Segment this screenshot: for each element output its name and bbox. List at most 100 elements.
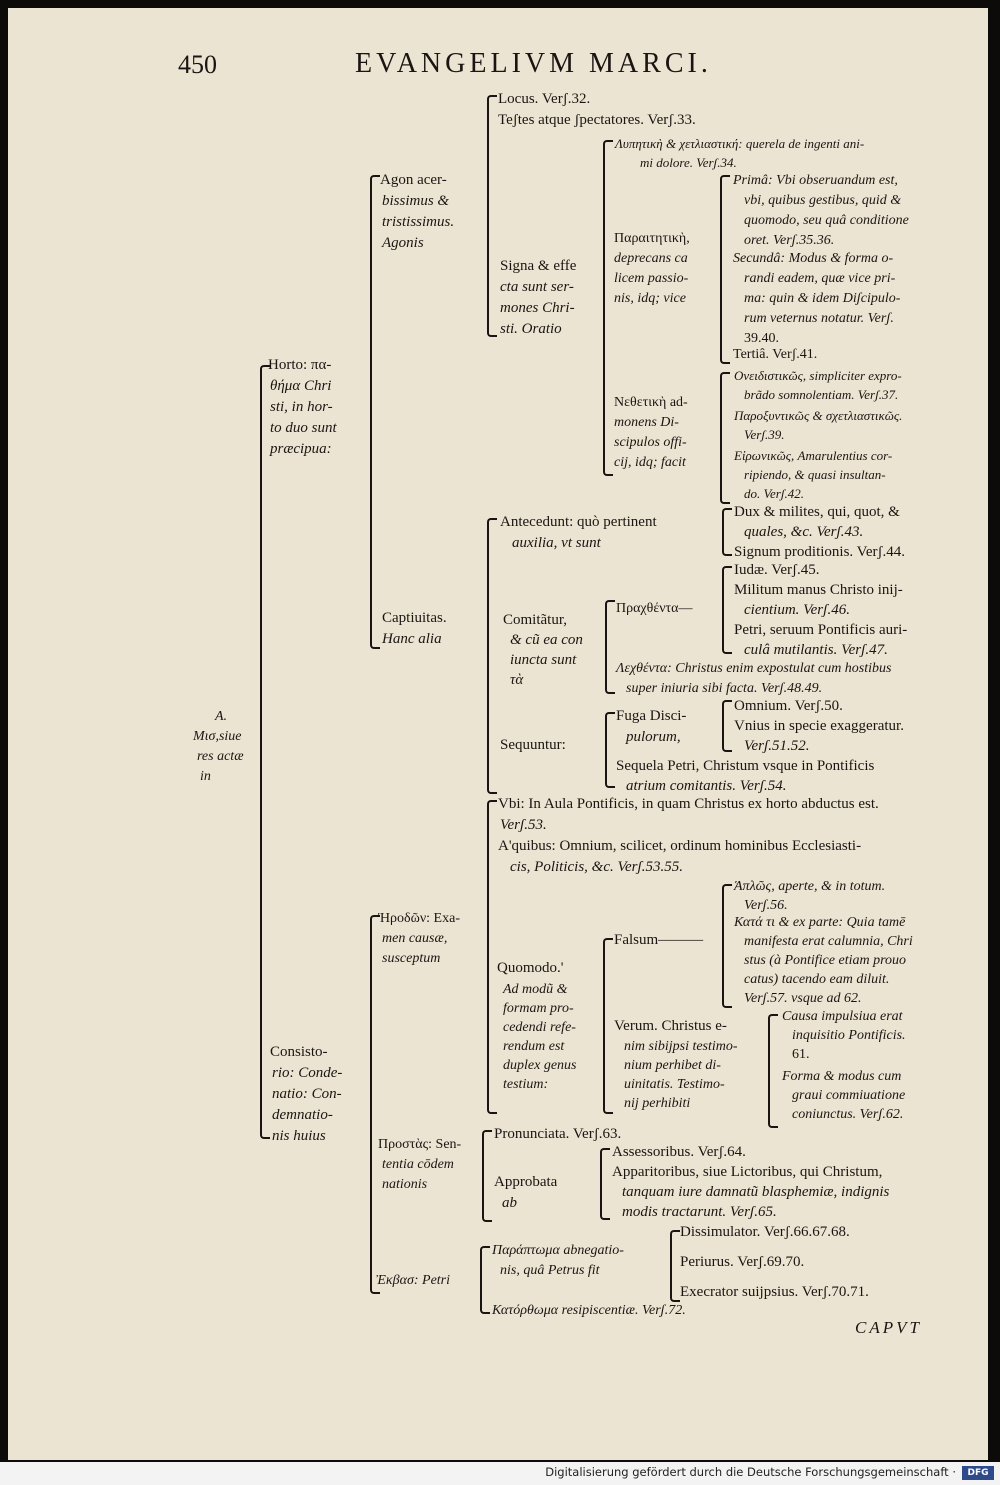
secunda-text-1: Secundâ: Modus & forma o-: [733, 251, 894, 266]
causa-text-2: inquisitio Pontificis.: [792, 1028, 906, 1043]
herodou-label-1: Ἡροδῶν: Exa-: [378, 911, 460, 926]
quomodo-label-4: cedendi refe-: [503, 1020, 576, 1035]
prima-text-1: Primâ: Vbi obseruandum est,: [733, 173, 898, 188]
aplos-text-1: Ἁπλῶς, aperte, & in totum.: [734, 879, 886, 894]
dfg-logo-icon: DFG: [962, 1466, 994, 1480]
signum-text: Signum proditionis. Verʃ.44.: [734, 544, 905, 560]
kata-text-1: Κατά τι & ex parte: Quia tamē: [734, 915, 906, 930]
apparitoribus-text-1: Apparitoribus, siue Lictoribus, qui Chri…: [612, 1164, 883, 1180]
eiron-text-2: ripiendo, & quasi insultan-: [744, 467, 886, 482]
book-page: [8, 8, 988, 1460]
verum-text-1: Verum. Christus e-: [614, 1018, 727, 1034]
vnius-text-1: Vnius in specie exaggeratur.: [734, 718, 904, 734]
signa-brace: [603, 140, 613, 476]
antecedunt-brace: [722, 508, 732, 556]
verum-brace: [768, 1014, 778, 1128]
consistorio-label-2: rio: Conde-: [272, 1065, 343, 1081]
approbata-brace: [600, 1148, 610, 1220]
parait-label-4: nis, idq; vice: [614, 291, 686, 306]
locus-text: Locus. Verʃ.32.: [498, 91, 591, 107]
agon-label-4: Agonis: [382, 235, 424, 251]
falsum-brace: [722, 884, 732, 1008]
signa-label-2: cta sunt ser-: [500, 279, 574, 295]
secunda-text-3: ma: quin & idem Diʃcipulo-: [744, 291, 901, 306]
nex-label-1: Nεθετικὴ ad-: [614, 395, 688, 410]
periurus-text: Periurus. Verʃ.69.70.: [680, 1254, 805, 1270]
parox-text-2: Verʃ.39.: [744, 427, 785, 442]
consistorio-label-1: Consisto-: [270, 1044, 328, 1060]
agon-label-3: tristissimus.: [382, 214, 455, 230]
lex-text-2: super iniuria sibi facta. Verʃ.48.49.: [626, 681, 823, 696]
antecedunt-label-2: auxilia, vt sunt: [512, 535, 601, 551]
kata-text-4: catus) tacendo eam diluit.: [744, 972, 890, 987]
comitatur-brace: [605, 600, 615, 694]
iudae-text: Iudæ. Verʃ.45.: [734, 562, 820, 578]
quomodo-label-1: Quomodo.': [497, 960, 564, 976]
parapt-text-2: nis, quâ Petrus fit: [500, 1263, 600, 1278]
prima-text-2: vbi, quibus gestibus, quid &: [744, 193, 902, 208]
consistorio-label-3: natio: Con-: [272, 1086, 342, 1102]
quibus-text-1: A'quibus: Omnium, scilicet, ordinum homi…: [498, 838, 862, 854]
parait-label-2: deprecans ca: [614, 251, 688, 266]
eiron-text-3: do. Verʃ.42.: [744, 486, 805, 501]
nex-label-3: scipulos offi-: [614, 435, 687, 450]
militum-text-1: Militum manus Christo inij-: [734, 582, 903, 598]
herodou-brace: [487, 800, 497, 1114]
omnium-text: Omnium. Verʃ.50.: [734, 698, 843, 714]
tertia-text: Tertiâ. Verʃ.41.: [733, 347, 818, 362]
nex-label-2: monens Di-: [614, 415, 679, 430]
kata-text-2: manifesta erat calumnia, Chri: [744, 934, 913, 949]
approbata-label-2: ab: [502, 1195, 517, 1211]
aplos-text-2: Verʃ.56.: [744, 898, 788, 913]
consistorio-label-5: nis huius: [272, 1128, 326, 1144]
quomodo-label-3: formam pro-: [503, 1001, 574, 1016]
signa-label-1: Signa & effe: [500, 258, 577, 274]
root-label-3: res actæ: [197, 749, 244, 764]
herodou-label-2: men causæ,: [382, 931, 448, 946]
sententia-label-3: nationis: [382, 1177, 428, 1192]
parait-brace: [720, 175, 730, 364]
fuga-label-2: pulorum,: [626, 729, 681, 745]
militum-text-2: cientium. Verʃ.46.: [744, 602, 850, 618]
apparitoribus-text-3: modis tractarunt. Verʃ.65.: [622, 1204, 777, 1220]
sequela-text-2: atrium comitantis. Verʃ.54.: [626, 778, 787, 794]
parapt-text-1: Παράπτωμα abnegatio-: [492, 1243, 624, 1258]
kata-text-3: stus (à Pontifice etiam prouo: [744, 953, 907, 968]
horto-label-1: Horto: πα-: [268, 357, 332, 373]
approbata-label-1: Approbata: [494, 1174, 558, 1190]
petri-text-2: culâ mutilantis. Verʃ.47.: [744, 642, 888, 658]
sententia-label-2: tentia cōdem: [382, 1157, 454, 1172]
footer-bar: Digitalisierung gefördert durch die Deut…: [0, 1462, 1000, 1485]
kata-text-5: Verʃ.57. vsque ad 62.: [744, 991, 862, 1006]
consistorio-label-4: demnatio-: [272, 1107, 333, 1123]
horto-label-4: to duo sunt: [270, 420, 337, 436]
captiuitas-label-2: Hanc alia: [382, 631, 442, 647]
signa-label-3: mones Chri-: [500, 300, 575, 316]
comitatur-label-4: τὰ: [510, 672, 524, 688]
quomodo-label-2: Ad modũ &: [503, 982, 568, 997]
fuga-label-1: Fuga Disci-: [616, 708, 687, 724]
vbi-text-2: Verʃ.53.: [500, 817, 547, 833]
parapt-brace: [670, 1230, 680, 1302]
lex-text-1: Λεχθέντα: Christus enim expostulat cum h…: [616, 661, 892, 676]
dux-text-1: Dux & milites, qui, quot, &: [734, 504, 900, 520]
ekbasis-label: Ἐκβασ: Petri: [376, 1273, 451, 1288]
quomodo-label-5: rendum est: [503, 1039, 565, 1054]
sequuntur-label: Sequuntur:: [500, 737, 566, 753]
vbi-text-1: Vbi: In Aula Pontificis, in quam Christu…: [498, 796, 879, 812]
petri-text-1: Petri, seruum Pontificis auri-: [734, 622, 908, 638]
assessoribus-text: Assessoribus. Verʃ.64.: [612, 1144, 746, 1160]
quomodo-label-6: duplex genus: [503, 1058, 577, 1073]
kator-text: Κατόρθωμα resipiscentiæ. Verʃ.72.: [492, 1303, 686, 1318]
agon-label-1: Agon acer-: [380, 172, 447, 188]
eiron-text-1: Εἰρωνικῶς, Amarulentius cor-: [734, 448, 893, 463]
parait-label-1: Παραιτητικὴ,: [614, 231, 690, 246]
root-brace: [260, 365, 270, 1139]
root-label-4: in: [200, 769, 211, 784]
sequuntur-brace: [605, 712, 615, 788]
agon-brace: [487, 95, 497, 337]
herodou-label-3: susceptum: [382, 951, 441, 966]
forma-text-1: Forma & modus cum: [782, 1069, 902, 1084]
horto-brace: [370, 175, 380, 649]
comitatur-label-2: & cũ ea con: [510, 632, 583, 648]
